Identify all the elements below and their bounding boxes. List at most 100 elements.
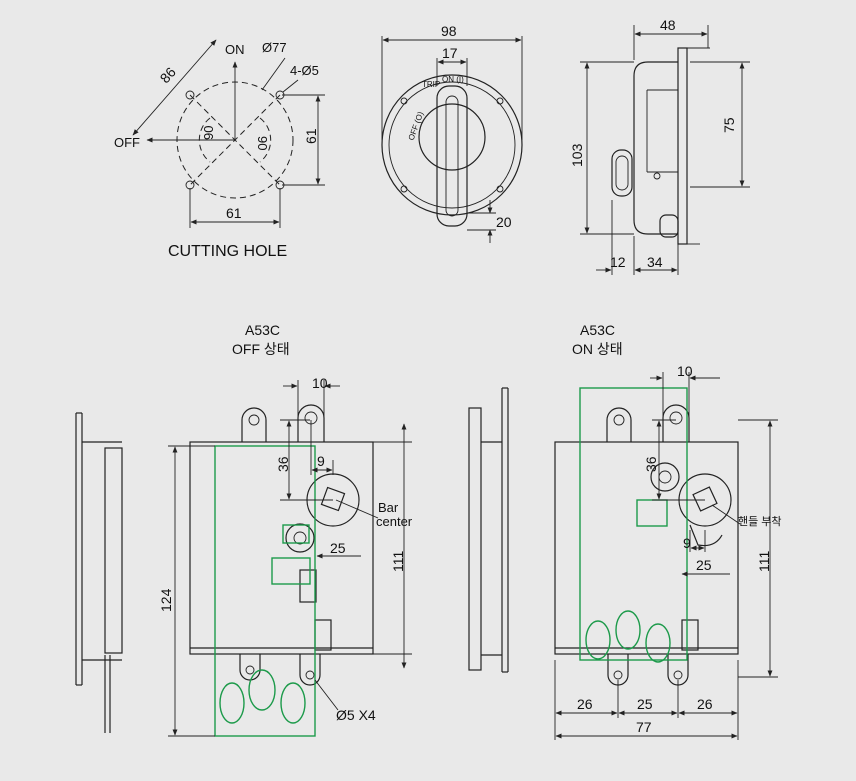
on-dim-10: 10	[677, 363, 693, 379]
off-dim-25: 25	[330, 540, 346, 556]
on-dim-25-bottom: 25	[637, 696, 653, 712]
on-dim-26-left: 26	[577, 696, 593, 712]
off-dim-124: 124	[158, 588, 174, 612]
off-handle-overlay	[214, 445, 316, 737]
on-cam-arm	[689, 524, 723, 547]
off-dim-111: 111	[390, 551, 406, 572]
label-on: ON (I)	[442, 75, 464, 84]
dim-86-line	[132, 39, 217, 136]
dim-34: 34	[647, 254, 663, 270]
on-top-ear-right	[662, 404, 690, 442]
off-overlay-oval-3	[280, 682, 306, 724]
dim-12: 12	[610, 254, 626, 270]
off-dim-36: 36	[275, 456, 291, 472]
on-bottom-hole-left	[613, 670, 623, 680]
dial-screw-br	[496, 185, 504, 193]
off-dim-9: 9	[317, 453, 325, 469]
cutting-hole-view: ON OFF 86 Ø77 4-Ø5 90 90 61 61 CUTTING H…	[114, 39, 325, 260]
on-lever-pin-inner	[658, 470, 672, 484]
handle-hub	[418, 103, 486, 171]
off-overlay-oval-1	[219, 682, 245, 724]
label-off: OFF (O)	[407, 110, 426, 141]
on-handle-leader	[711, 504, 741, 525]
on-dim-25: 25	[696, 557, 712, 573]
on-dim-36: 36	[643, 456, 659, 472]
off-overlay-pin-box	[282, 524, 310, 544]
on-bottom-hole-right	[673, 670, 683, 680]
off-title: A53C	[245, 322, 280, 338]
on-overlay-oval-2	[615, 610, 641, 650]
mount-hole-bl	[185, 180, 195, 190]
off-state-view: A53C OFF 상태	[75, 322, 413, 737]
on-dim-77: 77	[636, 719, 652, 735]
leader-4d5	[282, 79, 299, 93]
off-bar-center-1: Bar	[378, 500, 399, 515]
on-top-ear-left	[606, 407, 632, 442]
dial-outer	[381, 74, 523, 216]
side-view: 48 103 75 12 34	[569, 17, 750, 275]
off-ear-hole-left	[248, 414, 260, 426]
off-bottom-hole-right	[305, 670, 315, 680]
off-label: OFF	[114, 135, 140, 150]
dial-screw-tl	[400, 97, 408, 105]
dim-98: 98	[441, 23, 457, 39]
off-latch	[314, 619, 332, 651]
dim-17: 17	[442, 45, 458, 61]
off-bar-center-leader	[335, 499, 379, 519]
label-trip: TRIP	[422, 80, 440, 89]
angle-left: 90	[201, 126, 216, 140]
dial-inner	[388, 81, 516, 209]
on-plate	[554, 441, 739, 655]
off-square-shaft	[320, 486, 346, 512]
dim-75: 75	[721, 117, 737, 133]
on-square-shaft	[692, 486, 718, 512]
dim-86: 86	[157, 64, 179, 86]
on-overlay-oval-3	[645, 623, 671, 663]
dim-4d5: 4-Ø5	[290, 63, 319, 78]
off-top-ear-left	[241, 407, 267, 442]
dial-screw-tr	[496, 97, 504, 105]
on-label: ON	[225, 42, 245, 57]
on-dim-9: 9	[683, 535, 691, 551]
on-overlay-box	[636, 499, 668, 527]
off-holes-note: Ø5 X4	[336, 707, 376, 723]
off-plate	[189, 441, 374, 655]
dim-20: 20	[496, 214, 512, 230]
side-knob	[611, 149, 633, 197]
off-bottom-ear-right	[299, 654, 321, 686]
dim-d77: Ø77	[262, 40, 287, 55]
side-rivet	[653, 172, 661, 180]
handle-lever	[436, 85, 468, 227]
angle-right: 90	[255, 136, 270, 150]
on-title: A53C	[580, 322, 615, 338]
off-dim-10: 10	[312, 375, 328, 391]
dim-61-right: 61	[303, 128, 319, 144]
off-bar-center-2: center	[376, 514, 413, 529]
on-dim-111: 111	[756, 551, 772, 572]
on-ear-hole-right	[669, 411, 683, 425]
angle-arc-right	[259, 117, 272, 163]
side-body	[633, 61, 678, 235]
side-knob-slot	[615, 155, 629, 191]
side-flange	[677, 47, 688, 245]
on-dim-26-right: 26	[697, 696, 713, 712]
off-side-body	[104, 447, 123, 654]
handle-front-view: TRIP ON (I) OFF (O) 98 17 20	[381, 23, 523, 243]
leader-d77	[261, 57, 286, 91]
off-subtitle: OFF 상태	[232, 341, 290, 357]
off-lever-pin	[285, 523, 315, 553]
on-latch	[681, 619, 699, 651]
dim-61-bottom: 61	[226, 205, 242, 221]
off-lever-pin-inner	[293, 531, 307, 545]
off-holes-leader	[314, 679, 339, 711]
off-bottom-ear-left	[239, 654, 261, 681]
off-bottom-hole-left	[245, 665, 255, 675]
on-overlay-oval-1	[585, 620, 611, 660]
off-overlay-slider-box	[271, 557, 311, 585]
on-ear-hole-left	[613, 414, 625, 426]
dial-screw-bl	[400, 185, 408, 193]
on-handle-note: 핸들 부착	[738, 515, 782, 528]
off-slider	[299, 569, 317, 603]
cutting-hole-caption: CUTTING HOLE	[168, 243, 287, 260]
